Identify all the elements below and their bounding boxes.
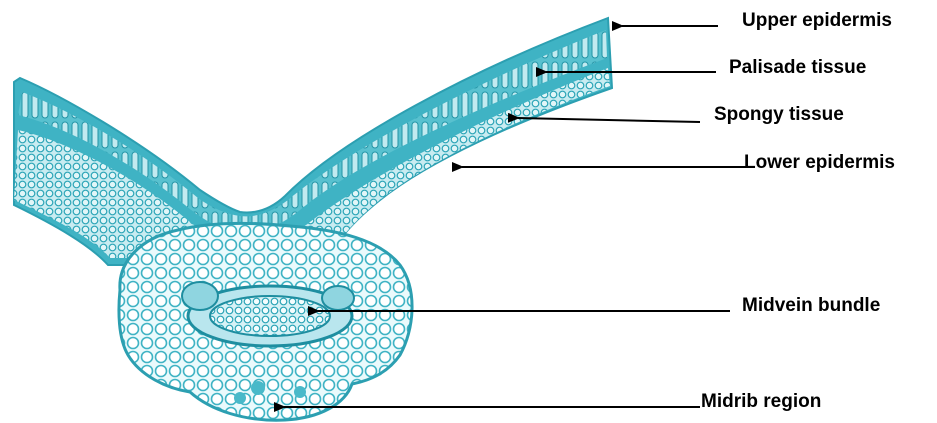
label-palisade-tissue: Palisade tissue <box>729 57 866 79</box>
label-upper-epidermis: Upper epidermis <box>742 10 892 32</box>
label-spongy-tissue: Spongy tissue <box>714 104 844 126</box>
arrow-spongy-tissue <box>518 118 700 122</box>
label-lower-epidermis: Lower epidermis <box>744 152 895 174</box>
label-midrib-region: Midrib region <box>701 391 821 413</box>
label-midvein-bundle: Midvein bundle <box>742 295 880 317</box>
midvein-vascular-bundle <box>182 282 354 346</box>
